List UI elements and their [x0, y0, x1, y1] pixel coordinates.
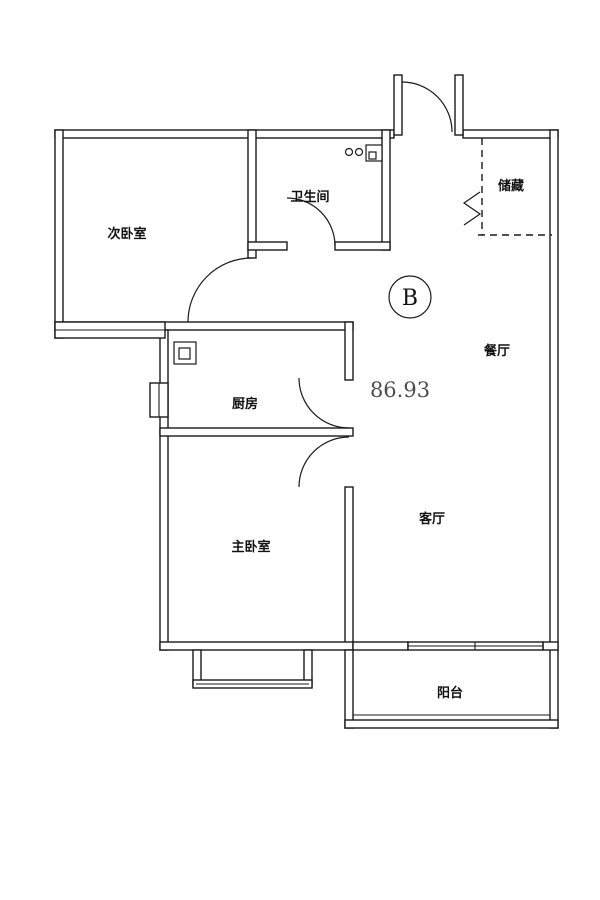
folding-door-icon: [462, 191, 482, 226]
room-label-secondary-bedroom: 次卧室: [107, 226, 146, 242]
entrance-door-arc-icon: [401, 81, 453, 133]
bathroom-door-arc-icon: [286, 197, 336, 247]
room-label-balcony: 阳台: [437, 685, 463, 701]
unit-badge-circle: [388, 275, 432, 319]
room-label-kitchen: 厨房: [232, 396, 258, 412]
faucet-knobs-icon: [344, 147, 364, 157]
living-room-door-arc-icon: [298, 436, 350, 488]
room-label-dining-room: 餐厅: [483, 343, 510, 359]
kitchen-door-arc-icon: [298, 377, 350, 429]
window-secondary-bedroom: [54, 321, 166, 339]
room-label-bathroom: 卫生间: [290, 189, 329, 205]
area-label: 86.93: [370, 378, 430, 402]
fixtures: [173, 144, 383, 365]
bay-window-master-bedroom: [192, 649, 313, 689]
door-arcs: [187, 81, 453, 488]
room-label-master-bedroom: 主卧室: [231, 539, 270, 555]
unit-label: B: [402, 286, 418, 311]
unit-badge: B: [388, 275, 432, 319]
room-label-storage: 储藏: [497, 178, 524, 194]
kitchen-sink-icon: [173, 341, 197, 365]
windows: [54, 321, 550, 716]
secondary-bedroom-door-arc-icon: [187, 257, 253, 323]
window-living-balcony: [407, 641, 544, 651]
washbasin-icon: [365, 144, 383, 162]
room-label-living-room: 客厅: [419, 511, 445, 527]
room-labels: 次卧室 卫生间 储藏 餐厅 厨房 客厅 主卧室 阳台 86.93: [107, 178, 524, 701]
walls: [54, 74, 559, 729]
storage-dashed-outline: [478, 138, 552, 236]
window-kitchen: [149, 382, 169, 418]
